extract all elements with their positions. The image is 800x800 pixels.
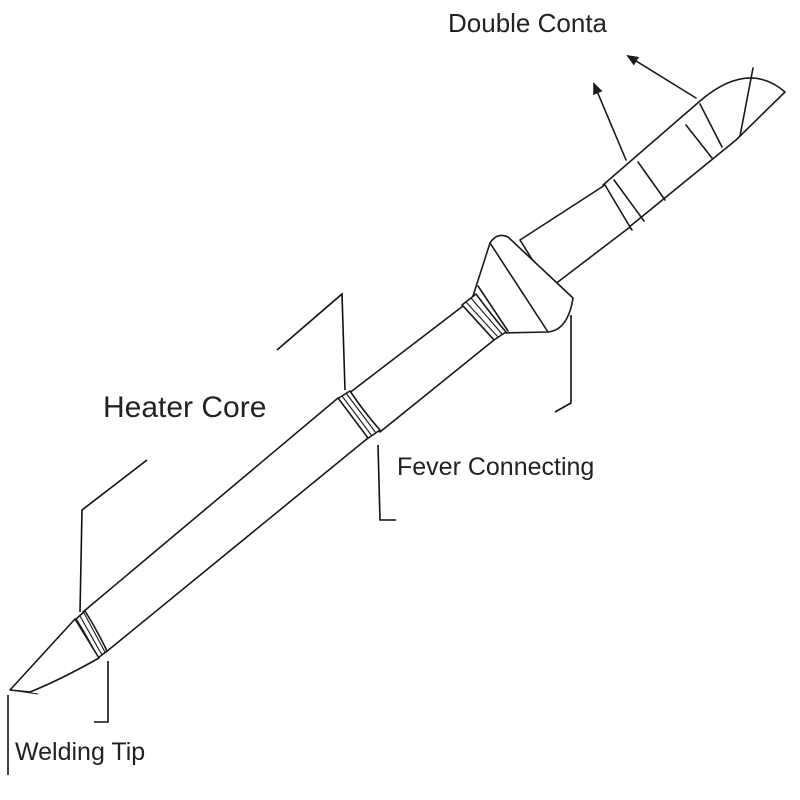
middle-tube (347, 305, 495, 433)
arrow-to-ring-1 (593, 82, 627, 161)
connector-sleeve (602, 77, 786, 229)
welding-tip-point (9, 618, 100, 693)
contact-ring-6 (739, 67, 754, 137)
bracket-bottom (79, 459, 148, 613)
flange-edge-1 (489, 242, 549, 333)
label-welding-tip: Welding Tip (15, 738, 145, 766)
bracket-fever-left (377, 444, 396, 521)
label-double-contact: Double Conta (448, 8, 608, 38)
bracket-fever-right (554, 315, 572, 413)
contact-ring-2 (613, 179, 645, 222)
soldering-tip (9, 67, 786, 695)
connector-end (602, 67, 786, 231)
ring-line-2 (345, 392, 377, 434)
tip-ring (75, 610, 108, 659)
contact-ring-3 (637, 161, 666, 201)
flange-edge-2 (477, 285, 509, 332)
tip-ring-line-1 (79, 615, 103, 656)
double-contact-arrows (593, 54, 697, 161)
heater-core-bracket (79, 292, 346, 613)
bracket-tip-right (94, 661, 109, 723)
ring-line-1 (341, 395, 373, 437)
contact-ring-5 (699, 103, 723, 148)
arrow-to-ring-2 (626, 54, 697, 99)
bracket-top (276, 292, 346, 391)
label-heater-core: Heater Core (103, 391, 266, 424)
tip-ring-line-2 (83, 612, 106, 653)
fever-connecting-bracket (377, 315, 572, 521)
label-fever-connecting: Fever Connecting (397, 453, 594, 481)
welding-tip-bracket (7, 661, 109, 775)
heater-core-barrel (82, 397, 369, 653)
contact-ring-4 (685, 124, 713, 159)
tip-chisel-edge (9, 689, 39, 695)
neck-ring-line-2 (470, 297, 503, 335)
neck-ring-line-1 (465, 301, 499, 338)
